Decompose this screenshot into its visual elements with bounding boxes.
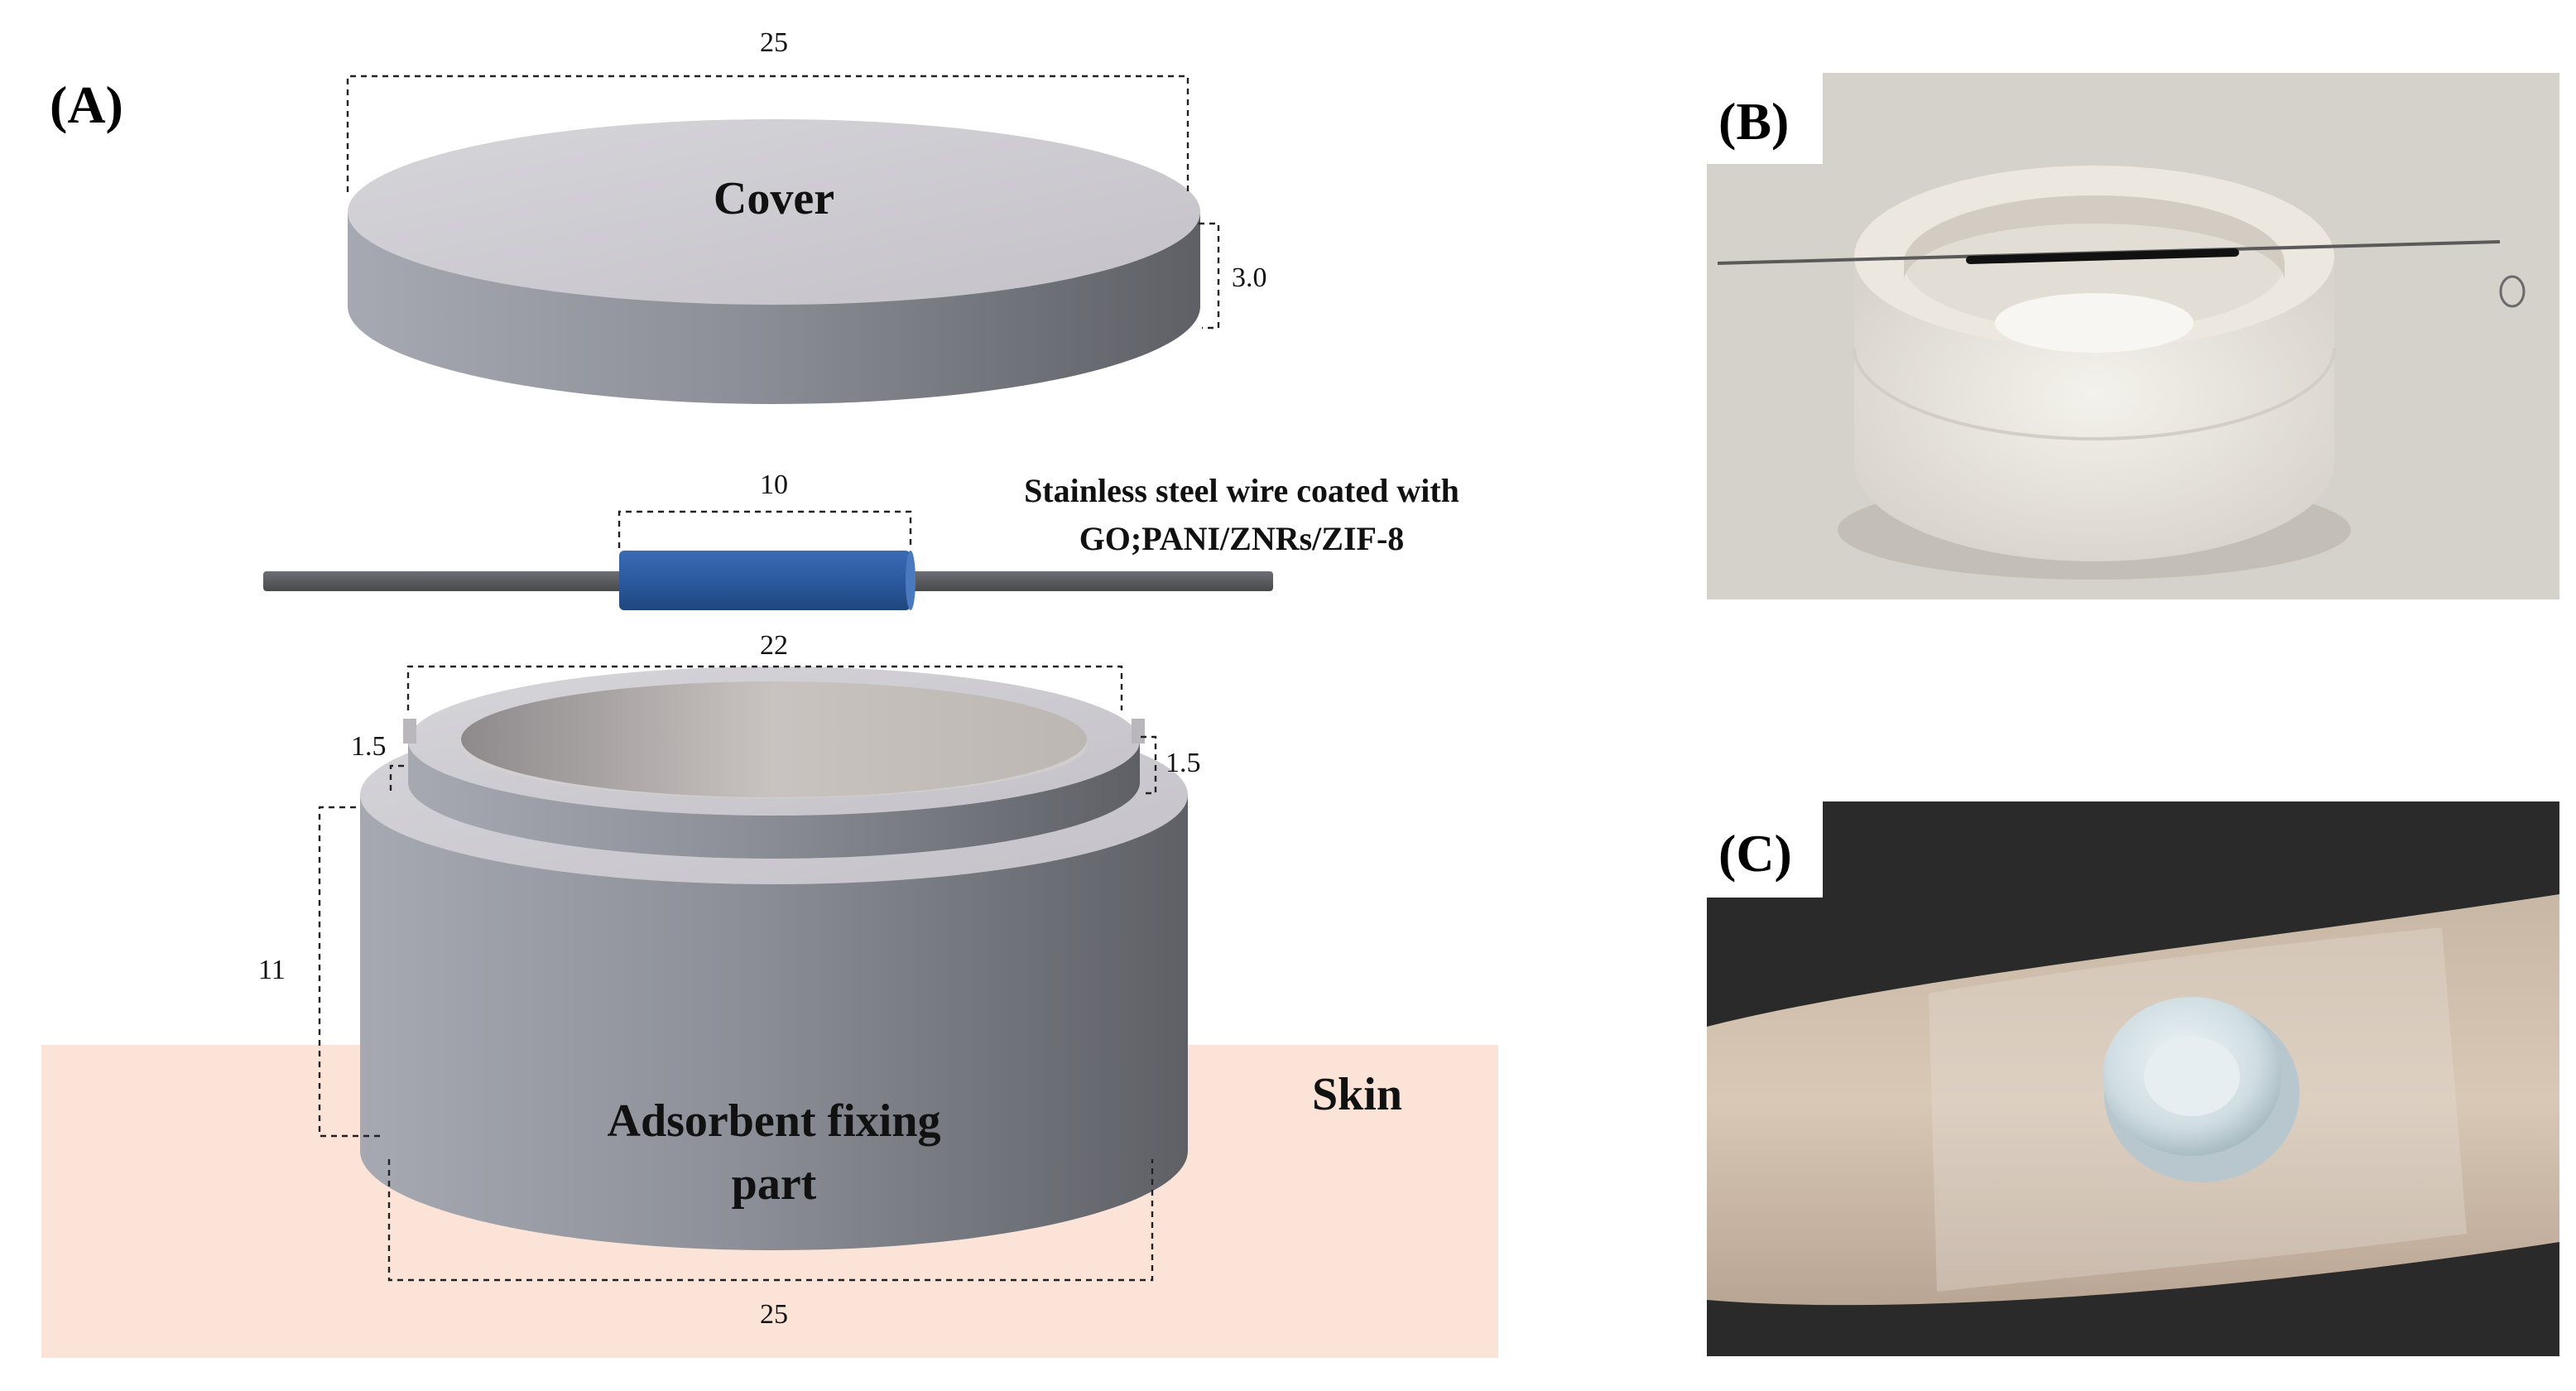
panel-c-photo <box>1707 801 2559 1356</box>
coating-length-value: 10 <box>760 469 788 500</box>
panel-c-label: (C) <box>1718 824 1792 883</box>
collar-diameter-value: 22 <box>760 630 788 661</box>
cover-diameter-value: 25 <box>760 27 788 58</box>
cover-thickness-bracket <box>1199 222 1220 330</box>
skin-label: Skin <box>1312 1069 1402 1120</box>
wire-label-line1: Stainless steel wire coated with <box>1024 472 1459 509</box>
wire-label-line2: GO;PANI/ZNRs/ZIF-8 <box>1079 520 1405 557</box>
collar-left-height-bracket <box>389 764 404 793</box>
cover-diameter-bracket <box>346 75 1189 192</box>
cover-thickness-value: 3.0 <box>1232 262 1267 293</box>
panel-b-photo <box>1707 73 2559 599</box>
base-height-value: 11 <box>258 955 286 985</box>
collar-left-height-value: 1.5 <box>351 731 387 762</box>
base-diameter-value: 25 <box>760 1299 788 1330</box>
cover-disc <box>348 119 1200 404</box>
adsorbent-fixing-part <box>360 667 1188 1250</box>
panel-b-label: (B) <box>1718 92 1789 151</box>
collar-right-height-value: 1.5 <box>1165 748 1201 778</box>
cover-label: Cover <box>714 173 834 224</box>
collar-diameter-bracket <box>406 665 1123 710</box>
panel-a-label: (A) <box>50 75 123 134</box>
collar-right-height-bracket <box>1141 735 1157 795</box>
coating-length-bracket <box>618 510 912 548</box>
coated-wire <box>263 551 1273 610</box>
adsorbent-label-line1: Adsorbent fixing <box>608 1095 941 1147</box>
adsorbent-label-line2: part <box>732 1158 817 1210</box>
